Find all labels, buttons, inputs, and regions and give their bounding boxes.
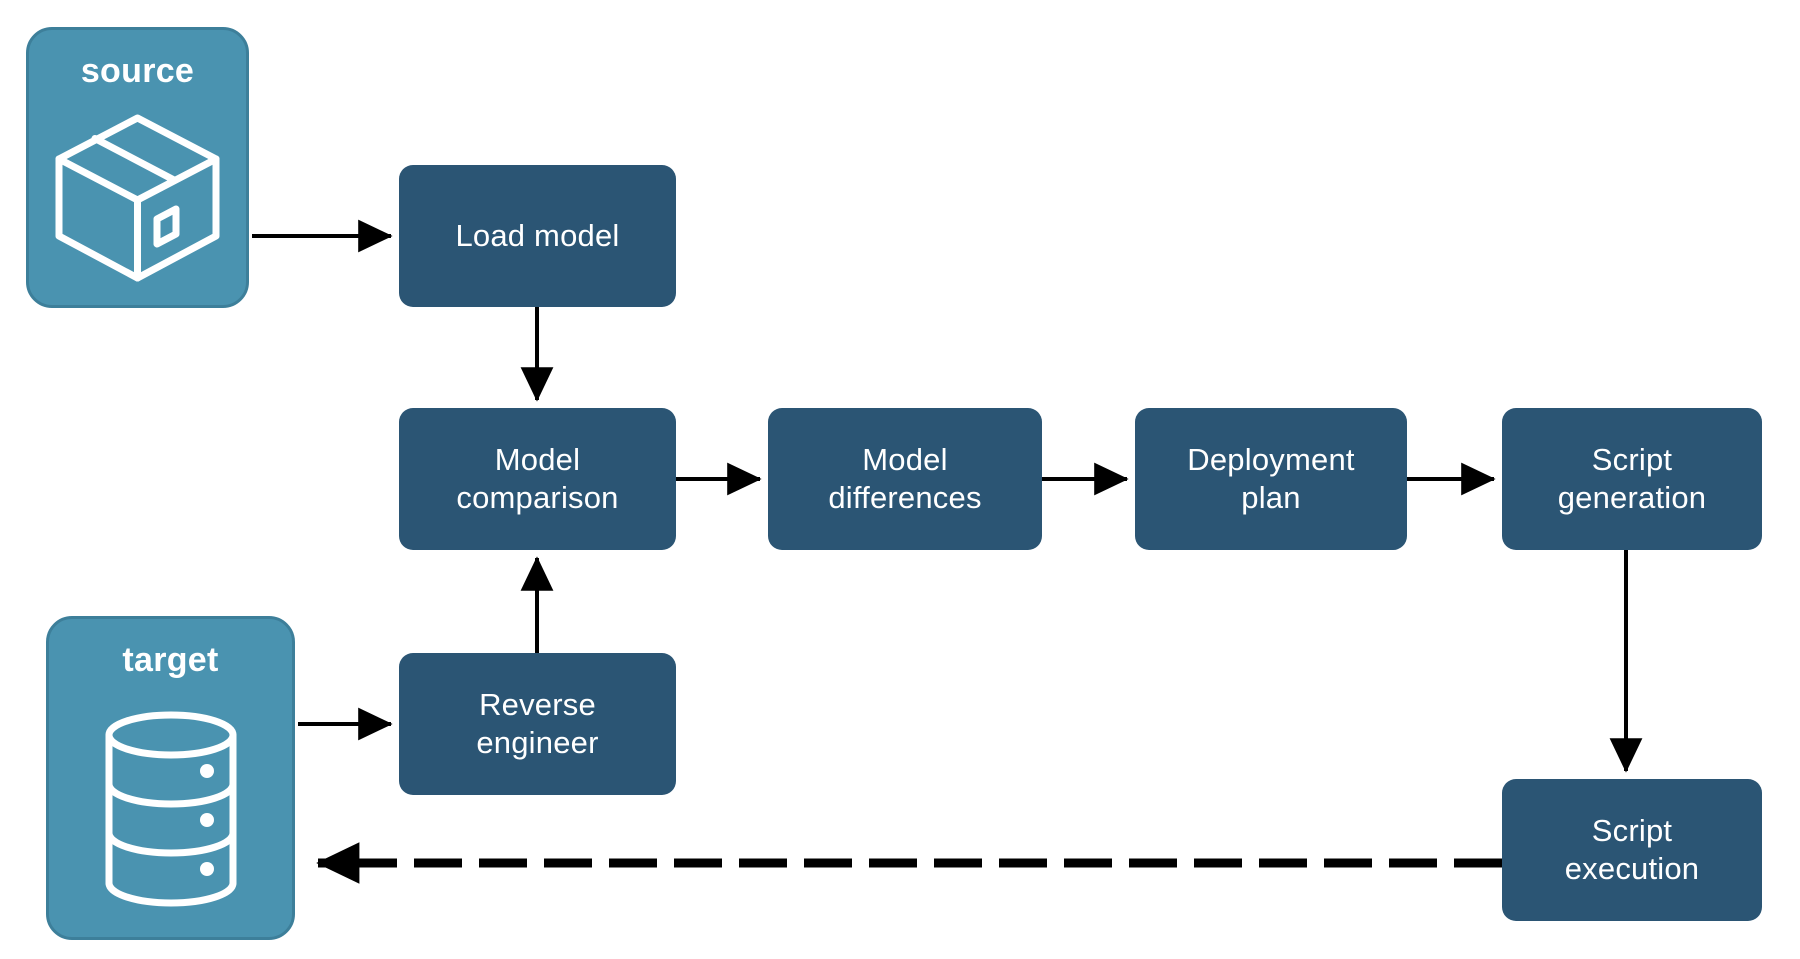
process-load-model[interactable]: Load model [399, 165, 676, 307]
process-model-differences-label: Model differences [828, 442, 982, 515]
package-box-icon [29, 91, 246, 305]
endpoint-target[interactable]: target [46, 616, 295, 940]
process-model-differences[interactable]: Model differences [768, 408, 1042, 550]
process-model-comparison-label: Model comparison [456, 442, 619, 515]
process-deployment-plan-label: Deployment plan [1187, 442, 1355, 515]
endpoint-source[interactable]: source [26, 27, 249, 308]
process-reverse-engineer[interactable]: Reverse engineer [399, 653, 676, 795]
process-script-generation-label: Script generation [1557, 442, 1707, 515]
process-deployment-plan[interactable]: Deployment plan [1135, 408, 1407, 550]
process-load-model-label: Load model [455, 218, 620, 254]
process-reverse-engineer-label: Reverse engineer [476, 687, 599, 760]
process-script-execution[interactable]: Script execution [1502, 779, 1762, 921]
endpoint-source-label: source [80, 52, 195, 90]
process-script-execution-label: Script execution [1564, 813, 1700, 886]
process-script-generation[interactable]: Script generation [1502, 408, 1762, 550]
process-model-comparison[interactable]: Model comparison [399, 408, 676, 550]
database-cylinder-icon [49, 680, 292, 937]
endpoint-target-label: target [122, 641, 219, 679]
